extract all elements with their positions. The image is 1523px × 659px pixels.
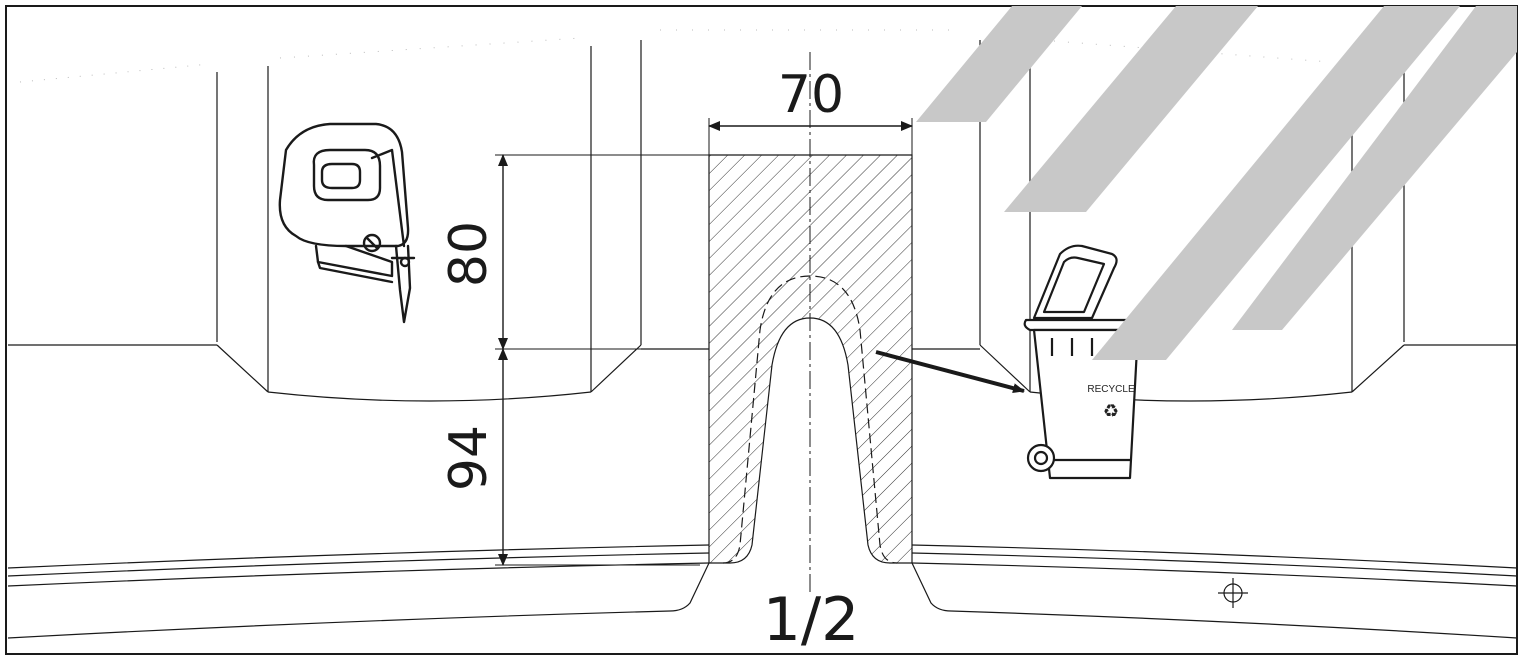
lower-height-label: 94: [439, 425, 499, 491]
jigsaw-icon: [278, 122, 416, 324]
center-fraction-label: 1/2: [763, 585, 860, 655]
bin-label: RECYCLE: [1087, 384, 1135, 395]
outer-frame: [5, 5, 1518, 655]
dashed-outline: [722, 275, 898, 564]
recycle-bin-icon: [1023, 244, 1148, 480]
left-panel: [8, 40, 709, 402]
crosshair-mark-icon: [1218, 578, 1248, 608]
height-dimensions: [495, 154, 709, 566]
watermark-stripes: [916, 6, 1517, 360]
width-dimension-label: 70: [778, 65, 844, 125]
discard-arrow: [875, 350, 1025, 394]
width-dimension: [708, 118, 913, 155]
recycle-symbol-icon: ♻: [1103, 401, 1119, 421]
upper-height-label: 80: [439, 221, 499, 287]
bottom-edges: [7, 544, 1518, 639]
